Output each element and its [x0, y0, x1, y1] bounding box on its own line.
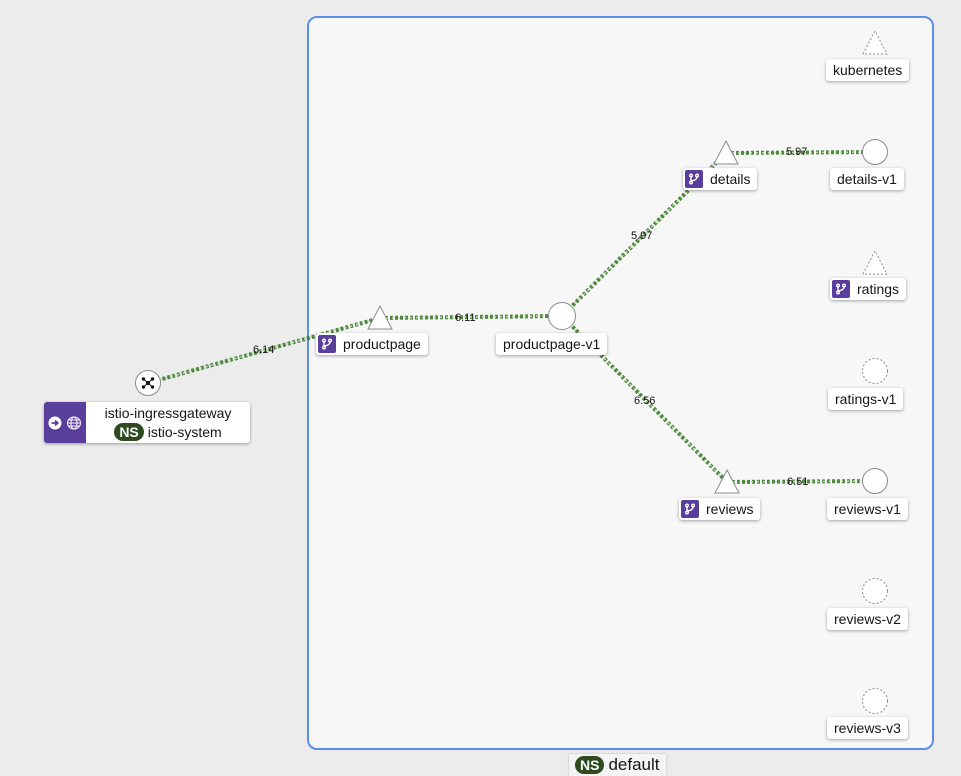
- edge-label-to-reviews: 6.56: [634, 395, 655, 407]
- ns-badge: NS: [575, 756, 605, 774]
- kubernetes-label[interactable]: kubernetes: [826, 59, 910, 81]
- reviews-v3-label-text: reviews-v3: [834, 720, 901, 736]
- edge-v1-reviews[interactable]: [560, 314, 729, 484]
- branch-icon: [832, 280, 850, 298]
- ratings-service-node[interactable]: [862, 249, 888, 275]
- edge-label-to-details: 5.97: [631, 230, 652, 242]
- reviews-v3-node[interactable]: [862, 688, 888, 714]
- edge-label-productpage-v1: 6.11: [455, 312, 476, 324]
- ratings-label[interactable]: ratings: [830, 278, 907, 300]
- kubernetes-label-text: kubernetes: [833, 62, 903, 78]
- details-v1-label[interactable]: details-v1: [830, 168, 904, 190]
- gateway-name: istio-ingressgateway: [104, 404, 232, 421]
- reviews-label-text: reviews: [706, 501, 754, 517]
- branch-icon: [318, 335, 336, 353]
- reviews-v2-label-text: reviews-v2: [834, 611, 901, 627]
- details-label[interactable]: details: [683, 168, 758, 190]
- ratings-v1-label[interactable]: ratings-v1: [828, 388, 904, 410]
- ns-badge: NS: [114, 422, 144, 441]
- details-service-node[interactable]: [713, 139, 739, 165]
- details-v1-node[interactable]: [862, 139, 888, 165]
- reviews-v1-node[interactable]: [862, 468, 888, 494]
- istio-ingressgateway-label[interactable]: istio-ingressgateway NS istio-system: [44, 402, 250, 443]
- ratings-v1-node[interactable]: [862, 358, 888, 384]
- namespace-name: default: [608, 755, 660, 774]
- productpage-v1-label-text: productpage-v1: [503, 336, 601, 352]
- ratings-v1-label-text: ratings-v1: [835, 391, 897, 407]
- edge-label-gw-productpage: 6.14: [253, 344, 274, 356]
- productpage-v1-node[interactable]: [548, 302, 576, 330]
- globe-icon: [67, 416, 81, 429]
- branch-icon: [685, 170, 703, 188]
- productpage-label[interactable]: productpage: [316, 333, 428, 355]
- gateway-badges: [44, 402, 86, 443]
- productpage-label-text: productpage: [343, 336, 421, 352]
- details-v1-label-text: details-v1: [837, 171, 897, 187]
- reviews-v2-node[interactable]: [862, 578, 888, 604]
- arrow-circle-icon: [48, 416, 62, 429]
- gateway-icon: [141, 377, 155, 389]
- edge-label-details-v1: 5.97: [786, 146, 807, 158]
- productpage-service-node[interactable]: [367, 304, 393, 330]
- kubernetes-service-node[interactable]: [862, 29, 888, 55]
- edge-label-reviews-v1: 6.51: [787, 476, 808, 488]
- reviews-v2-label[interactable]: reviews-v2: [827, 608, 908, 630]
- reviews-v1-label-text: reviews-v1: [834, 501, 901, 517]
- reviews-label[interactable]: reviews: [679, 498, 761, 520]
- productpage-v1-label[interactable]: productpage-v1: [496, 333, 608, 355]
- reviews-service-node[interactable]: [714, 468, 740, 494]
- branch-icon: [681, 500, 699, 518]
- ratings-label-text: ratings: [857, 281, 900, 297]
- gateway-namespace: istio-system: [147, 423, 222, 440]
- reviews-v1-label[interactable]: reviews-v1: [827, 498, 908, 520]
- details-label-text: details: [710, 171, 751, 187]
- reviews-v3-label[interactable]: reviews-v3: [827, 717, 908, 739]
- namespace-label[interactable]: NS default: [569, 754, 666, 776]
